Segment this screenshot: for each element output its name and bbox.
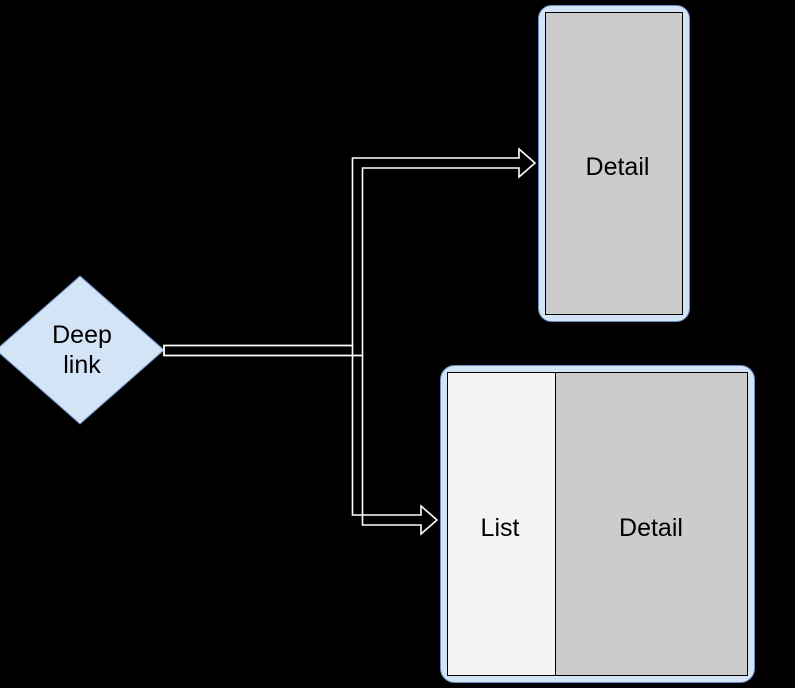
deep-link-diamond: [0, 275, 165, 425]
node-deep-link[interactable]: [0, 275, 165, 425]
detail-phone-screen: [545, 12, 683, 315]
node-detail-phone[interactable]: [538, 5, 690, 322]
list-pane: [447, 372, 556, 676]
edge-list-detail-outline: [163, 344, 439, 536]
detail-pane: [555, 372, 748, 676]
edge-detail-outline: [163, 147, 537, 357]
edge-deeplink-to-list-detail[interactable]: [163, 344, 439, 536]
edge-deeplink-to-detail[interactable]: [163, 147, 537, 357]
node-list-detail-tablet[interactable]: [440, 365, 755, 683]
